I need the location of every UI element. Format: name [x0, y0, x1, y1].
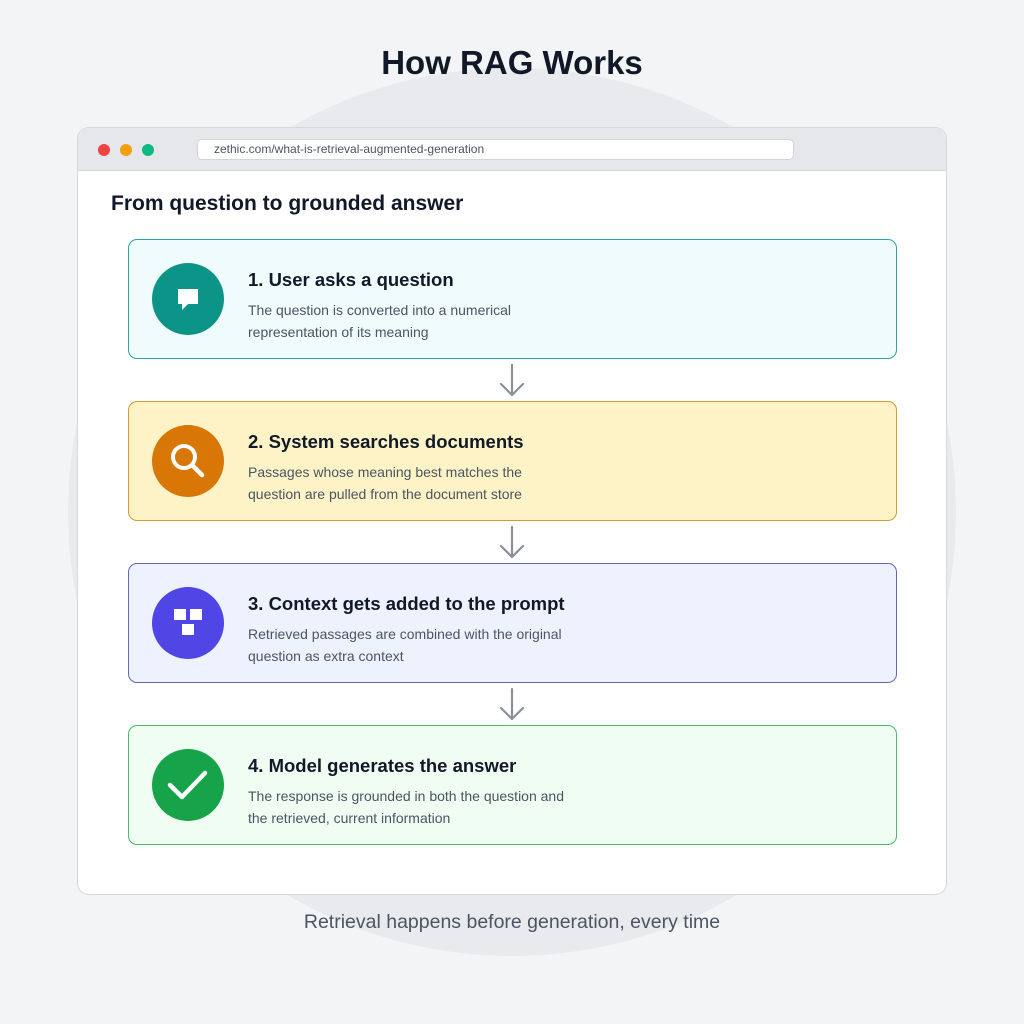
- address-bar: zethic.com/what-is-retrieval-augmented-g…: [197, 139, 794, 160]
- step-card-user-question: 1. User asks a question The question is …: [128, 239, 897, 359]
- down-arrow-icon: [499, 363, 525, 397]
- page-title: How RAG Works: [381, 44, 643, 81]
- down-arrow-icon: [499, 687, 525, 721]
- step-title: 2. System searches documents: [248, 431, 524, 452]
- step-title: 3. Context gets added to the prompt: [248, 593, 565, 614]
- browser-window: zethic.com/what-is-retrieval-augmented-g…: [77, 127, 947, 895]
- section-heading: From question to grounded answer: [111, 192, 464, 215]
- step-card-generate-answer: 4. Model generates the answer The respon…: [128, 725, 897, 845]
- close-window-dot: [98, 144, 110, 156]
- blocks-icon: [152, 587, 224, 659]
- step-description: Retrieved passages are combined with the…: [248, 626, 562, 664]
- step-description: The question is converted into a numeric…: [248, 302, 512, 340]
- minimize-window-dot: [120, 144, 132, 156]
- checkmark-icon: [152, 749, 224, 821]
- maximize-window-dot: [142, 144, 154, 156]
- down-arrow-icon: [499, 525, 525, 559]
- step-title: 1. User asks a question: [248, 269, 454, 290]
- step-description: The response is grounded in both the que…: [248, 788, 565, 826]
- speech-bubble-icon: [152, 263, 224, 335]
- magnifier-icon: [152, 425, 224, 497]
- step-card-search-documents: 2. System searches documents Passages wh…: [128, 401, 897, 521]
- step-title: 4. Model generates the answer: [248, 755, 517, 776]
- caption: Retrieval happens before generation, eve…: [303, 911, 721, 933]
- step-description: Passages whose meaning best matches the …: [248, 464, 522, 502]
- browser-toolbar: zethic.com/what-is-retrieval-augmented-g…: [78, 128, 946, 171]
- step-card-add-context: 3. Context gets added to the prompt Retr…: [128, 563, 897, 683]
